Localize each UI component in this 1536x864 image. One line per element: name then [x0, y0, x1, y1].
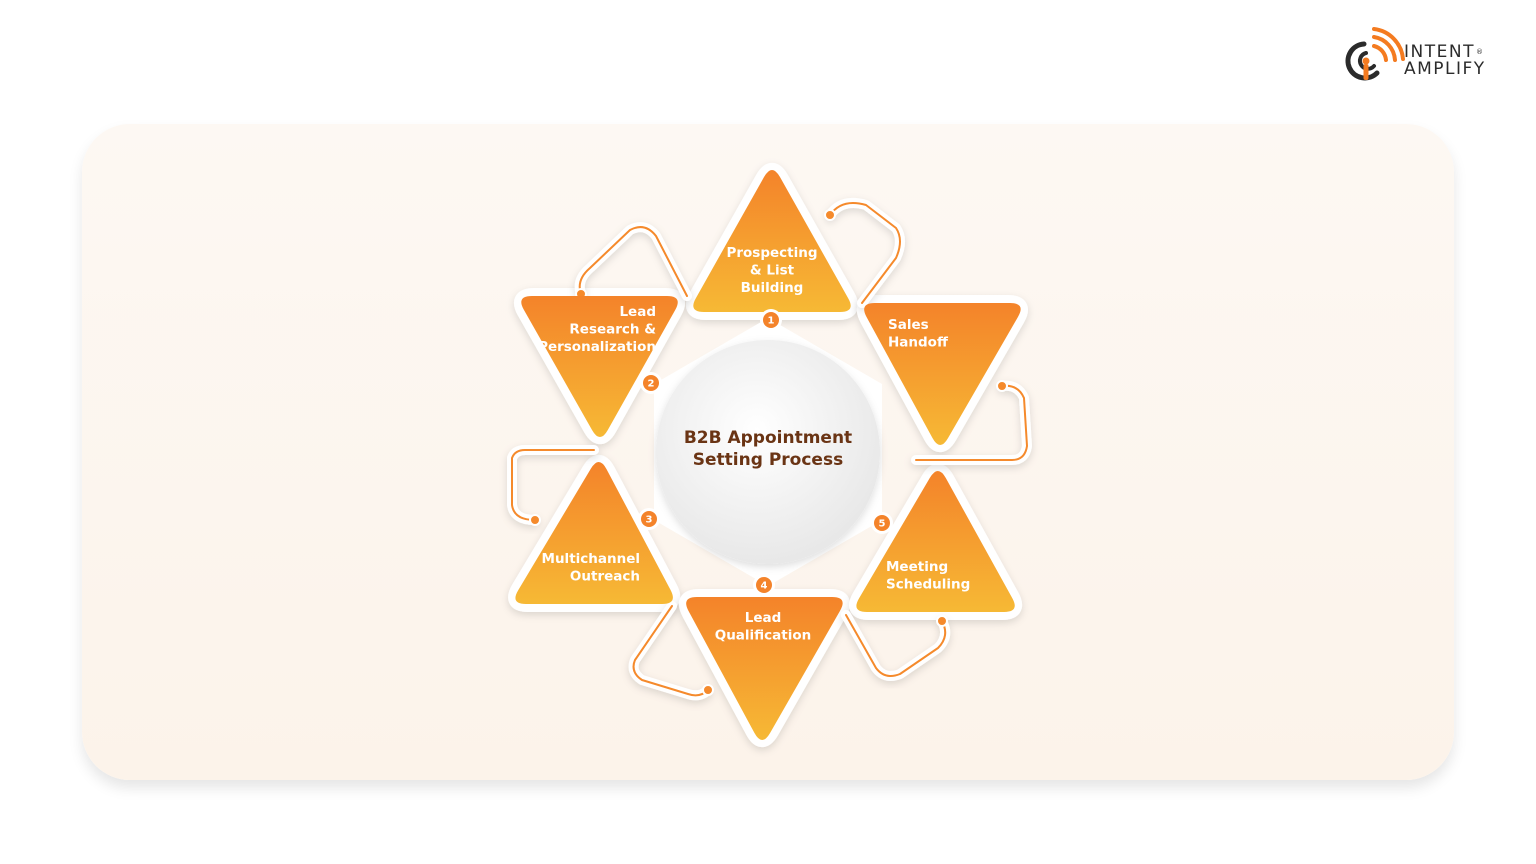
step-number: 2: [648, 379, 655, 390]
step-triangle: [515, 461, 673, 604]
step-number-badge: [874, 515, 890, 531]
step-number: 5: [879, 519, 886, 530]
registered-mark: ®: [1475, 48, 1485, 56]
connector-line-3: [511, 449, 595, 521]
step-label-line: Sales: [888, 317, 929, 333]
step-number-badge: [641, 511, 657, 527]
connector-dot-3: [529, 514, 541, 526]
connector-line-5: [845, 614, 947, 677]
connector-dot-5: [936, 615, 948, 627]
step-label-line: Qualification: [715, 628, 812, 644]
connector-line-6: [915, 384, 1028, 461]
step-label-line: Outreach: [570, 569, 640, 585]
step-triangle: [864, 303, 1021, 446]
center-circle: [656, 340, 880, 564]
brand-wordmark: INTENT® AMPLIFY: [1404, 44, 1486, 78]
connector-dot-4: [702, 684, 714, 696]
step-number-badge: [756, 577, 772, 593]
step-label-line: Lead: [745, 610, 782, 626]
step-label-line: Lead: [619, 304, 656, 320]
step-triangle: [856, 470, 1015, 612]
step-label-line: Research &: [569, 322, 656, 338]
step-label-line: & List: [750, 263, 795, 279]
step-label-line: Building: [741, 280, 804, 296]
step-number-badge: [643, 375, 659, 391]
step-number: 3: [646, 515, 653, 526]
brand-line-1: INTENT: [1404, 42, 1475, 62]
center-title-line-1: B2B Appointment: [684, 428, 852, 448]
step-triangle: [693, 169, 851, 312]
step-label-line: Personalization: [538, 339, 656, 355]
intent-amplify-logo-icon: [1345, 27, 1405, 81]
step-number: 1: [768, 316, 775, 327]
step-label-line: Prospecting: [726, 245, 817, 261]
connector-track-5: [841, 610, 951, 681]
step-label-line: Scheduling: [886, 577, 970, 593]
step-label-line: Handoff: [888, 335, 949, 351]
step-number-badge: [763, 312, 779, 328]
connector-line-4: [632, 605, 709, 697]
connector-dot-6: [996, 380, 1008, 392]
connector-line-1: [829, 202, 901, 304]
connector-dot-1: [824, 209, 836, 221]
center-title-line-2: Setting Process: [693, 450, 843, 470]
connector-line-2: [578, 226, 688, 297]
step-label-line: Meeting: [886, 559, 948, 575]
step-number: 4: [761, 581, 768, 592]
step-label-line: Multichannel: [542, 551, 640, 567]
brand-line-2: AMPLIFY: [1404, 59, 1486, 79]
step-triangle: [521, 296, 678, 438]
step-triangle: [686, 597, 843, 741]
